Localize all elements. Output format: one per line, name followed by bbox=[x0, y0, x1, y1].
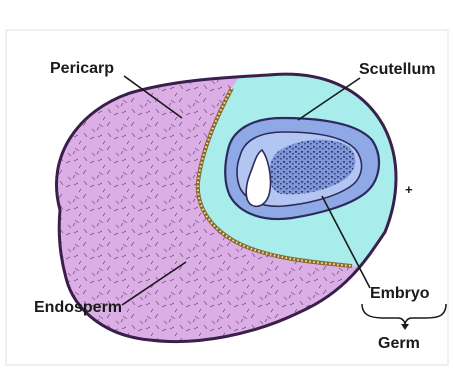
label-pericarp: Pericarp bbox=[50, 60, 114, 77]
label-germ: Germ bbox=[378, 335, 420, 352]
germ-arrow bbox=[401, 324, 409, 330]
label-embryo: Embryo bbox=[370, 285, 430, 302]
germ-brace bbox=[362, 304, 446, 324]
plus-marker: + bbox=[405, 182, 413, 197]
label-scutellum: Scutellum bbox=[359, 61, 435, 78]
label-endosperm: Endosperm bbox=[34, 299, 122, 316]
